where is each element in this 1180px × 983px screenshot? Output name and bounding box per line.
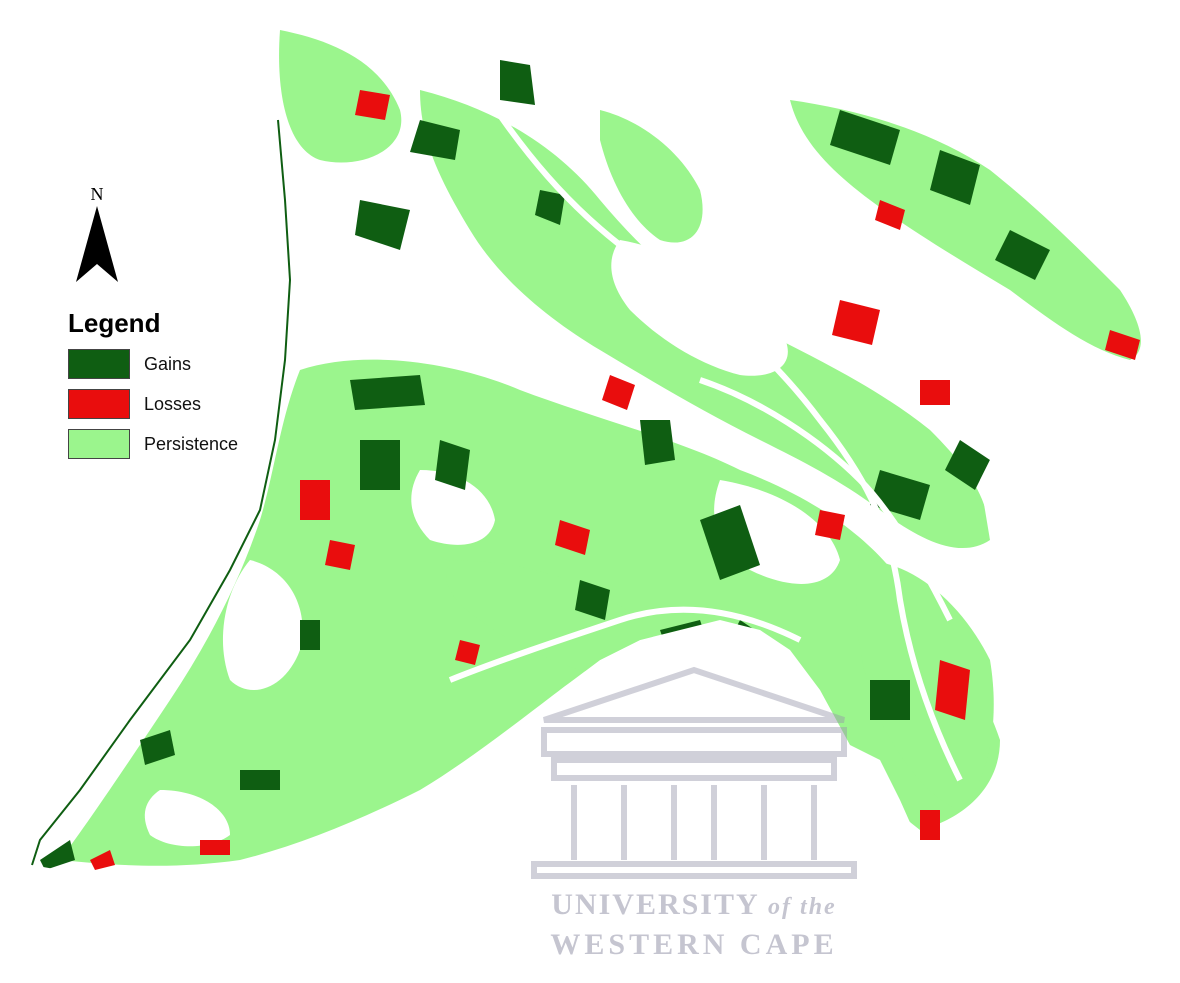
losses-patch xyxy=(832,300,880,345)
losses-patch xyxy=(1015,500,1045,530)
legend-title: Legend xyxy=(68,308,161,338)
losses-patch xyxy=(610,700,650,745)
gains-patch xyxy=(930,150,980,205)
losses-patch xyxy=(90,850,115,870)
void-patch xyxy=(411,470,495,545)
north-label: N xyxy=(90,184,104,204)
losses-patch xyxy=(875,200,905,230)
losses-patch xyxy=(920,810,940,840)
persistence-patch xyxy=(600,110,703,243)
legend: Legend Gains Losses Persistence xyxy=(68,308,288,469)
gains-patch xyxy=(805,780,840,815)
losses-patch xyxy=(555,520,590,555)
losses-patch xyxy=(455,640,480,665)
north-arrow-icon xyxy=(76,206,118,282)
legend-swatch-losses xyxy=(68,389,130,419)
gains-patch xyxy=(640,420,675,465)
losses-patch xyxy=(935,660,970,720)
losses-patch xyxy=(200,840,230,855)
gains-patch xyxy=(870,680,910,720)
losses-patch xyxy=(815,510,845,540)
gains-patch xyxy=(500,60,535,105)
void-patch xyxy=(311,170,460,345)
legend-label-persistence: Persistence xyxy=(144,433,239,454)
gains-patch xyxy=(575,580,610,620)
legend-label-gains: Gains xyxy=(144,353,192,374)
river-network xyxy=(448,68,963,782)
legend-item-losses: Losses xyxy=(68,389,288,419)
void-patch xyxy=(222,560,303,690)
persistence-patch xyxy=(446,560,658,680)
north-arrow: N xyxy=(72,184,122,284)
river xyxy=(448,606,802,683)
gains-patch xyxy=(535,190,565,225)
gains-patch xyxy=(300,620,320,650)
losses-patch xyxy=(775,720,805,750)
legend-item-persistence: Persistence xyxy=(68,429,288,459)
persistence-patch xyxy=(279,30,402,163)
losses-patch xyxy=(1105,330,1140,360)
legend-label-losses: Losses xyxy=(144,393,202,414)
losses-patch xyxy=(300,480,330,520)
gains-patch xyxy=(40,840,75,870)
losses-patch xyxy=(920,380,950,405)
gains-patch xyxy=(700,505,760,580)
legend-item-gains: Gains xyxy=(68,349,288,379)
gains-patch xyxy=(355,200,410,250)
void-patch xyxy=(144,790,230,847)
losses-patch xyxy=(140,600,160,620)
gains-patch xyxy=(830,110,900,165)
gains-patch xyxy=(350,375,425,410)
legend-swatch-gains xyxy=(68,349,130,379)
river xyxy=(467,68,963,782)
losses-patch xyxy=(325,540,355,570)
gains-patch xyxy=(360,440,400,490)
legend-swatch-persistence xyxy=(68,429,130,459)
gains-patch xyxy=(945,440,990,490)
gains-patch xyxy=(240,770,280,790)
losses-patch xyxy=(355,90,390,120)
gains-patch xyxy=(140,730,175,765)
gains-patch xyxy=(435,440,470,490)
gains-patch xyxy=(410,120,460,160)
persistence-patch xyxy=(856,560,994,810)
persistence-patch xyxy=(790,100,1141,360)
river xyxy=(699,377,953,622)
losses-patch xyxy=(602,375,635,410)
coastline xyxy=(31,119,292,866)
gains-patch xyxy=(995,230,1050,280)
